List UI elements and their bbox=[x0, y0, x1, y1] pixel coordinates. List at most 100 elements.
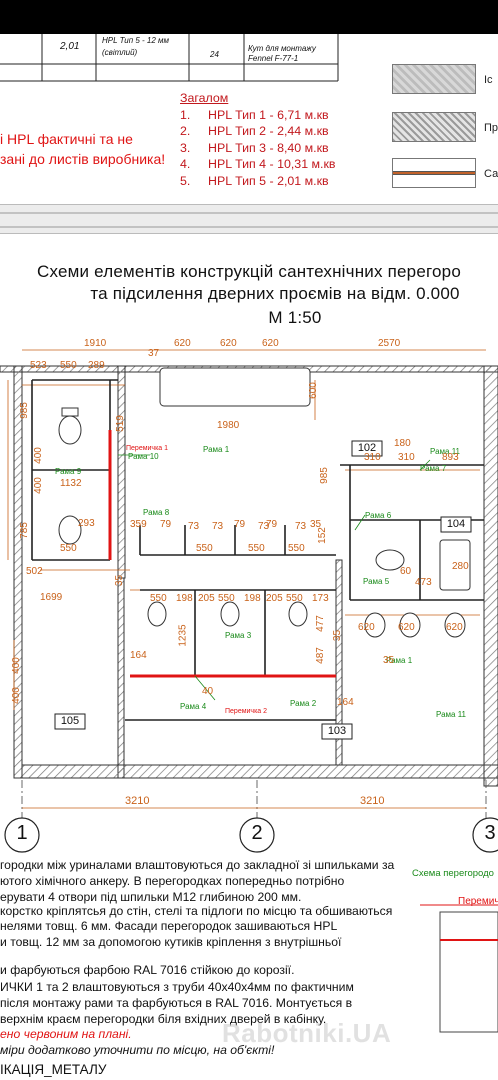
label-rama-1-top: Рама 1 bbox=[203, 445, 230, 454]
spec-row-qty: 24 bbox=[210, 50, 219, 59]
inset-sub: Перемич bbox=[458, 896, 498, 907]
dim-519: 519 bbox=[114, 415, 126, 432]
label-rama-6: Рама 6 bbox=[365, 511, 392, 520]
dim-205: 205 bbox=[266, 593, 283, 604]
dim-550: 550 bbox=[150, 593, 167, 604]
label-peremychka-2: Перемичка 2 bbox=[225, 708, 268, 715]
legend-label: Пр bbox=[484, 122, 498, 134]
dim-310: 310 bbox=[398, 452, 415, 463]
note-line: и товщ. 12 мм за допомогою кутиків кріпл… bbox=[0, 935, 342, 949]
dim-40: 40 bbox=[202, 686, 214, 697]
legend-label: Іс bbox=[484, 74, 493, 86]
urinal-icon bbox=[147, 601, 167, 627]
dim-3210: 3210 bbox=[360, 795, 385, 807]
dim-79: 79 bbox=[266, 519, 278, 530]
sink-icon bbox=[444, 612, 466, 638]
wall-right bbox=[483, 365, 498, 787]
cistern-icon bbox=[61, 407, 79, 417]
label-rama-5: Рама 5 bbox=[363, 577, 390, 586]
dim-550: 550 bbox=[218, 593, 235, 604]
hpl-warning-line-1: і HPL фактичні та не bbox=[0, 131, 133, 147]
summary-item: 1.HPL Тип 1 - 6,71 м.кв bbox=[180, 107, 329, 122]
toilet-icon bbox=[375, 549, 405, 571]
note-line: ерувати 4 отвори під шпильки М12 глибино… bbox=[0, 890, 302, 904]
dim-1235: 1235 bbox=[177, 624, 189, 647]
sheet-separator bbox=[0, 204, 498, 234]
dim-893: 893 bbox=[442, 452, 459, 463]
spec-row-item: Кут для монтажу bbox=[248, 44, 316, 53]
dim-502: 502 bbox=[26, 566, 43, 577]
summary-heading: Загалом bbox=[180, 91, 229, 105]
plan-scale: М 1:50 bbox=[268, 308, 322, 327]
dim-477: 477 bbox=[314, 615, 326, 632]
dim-985: 985 bbox=[18, 402, 30, 419]
room-103: 103 bbox=[327, 725, 347, 737]
fixtures bbox=[58, 367, 471, 638]
note-line: верхнім краєм перегородки біля вхідних д… bbox=[0, 1012, 327, 1026]
inset-area bbox=[405, 880, 498, 1080]
dim-73: 73 bbox=[188, 521, 200, 532]
dim-400: 400 bbox=[10, 657, 22, 674]
dim-152: 152 bbox=[316, 527, 328, 544]
dim-289: 289 bbox=[88, 360, 105, 371]
spec-row-item-sub: Fennel F-77-1 bbox=[248, 54, 299, 63]
legend-swatch-tile bbox=[392, 64, 476, 94]
dim-550: 550 bbox=[286, 593, 303, 604]
room-tags bbox=[54, 440, 472, 740]
dim-400: 400 bbox=[32, 477, 44, 494]
inset-drawing bbox=[439, 911, 498, 1033]
spec-table-lines bbox=[0, 34, 339, 82]
dim-523: 523 bbox=[30, 360, 47, 371]
legend-swatch-hatch bbox=[392, 112, 476, 142]
sink-icon bbox=[399, 612, 421, 638]
label-rama-11-bottom: Рама 11 bbox=[436, 710, 466, 719]
wall-bottom bbox=[21, 764, 498, 779]
wall-mid-lower bbox=[117, 577, 125, 779]
dim-2570: 2570 bbox=[378, 338, 401, 349]
dim-180: 180 bbox=[394, 438, 411, 449]
dim-1910: 1910 bbox=[84, 338, 107, 349]
dim-550: 550 bbox=[60, 543, 77, 554]
dim-620: 620 bbox=[358, 622, 375, 633]
spec-sheet: 2,01 HPL Тип 5 - 12 мм (світлий) 24 Кут … bbox=[0, 34, 498, 204]
label-rama-7: Рама 7 bbox=[420, 464, 447, 473]
axis-label-3: 3 bbox=[484, 822, 496, 844]
note-line: и фарбуються фарбою RAL 7016 стійкою до … bbox=[0, 963, 295, 977]
urinal-icon bbox=[220, 601, 240, 627]
label-rama-1-right: Рама 1 bbox=[386, 656, 413, 665]
dim-620: 620 bbox=[220, 338, 237, 349]
dim-73: 73 bbox=[295, 521, 307, 532]
wall-left bbox=[13, 365, 23, 779]
urinal-icon bbox=[288, 601, 308, 627]
label-rama-3: Рама 3 bbox=[225, 631, 252, 640]
dim-35: 35 bbox=[114, 574, 126, 587]
summary-item: 5.HPL Тип 5 - 2,01 м.кв bbox=[180, 173, 329, 188]
axis-label-1: 1 bbox=[16, 822, 28, 844]
label-rama-11-top: Рама 11 bbox=[430, 447, 460, 456]
dim-198: 198 bbox=[176, 593, 193, 604]
note-last-line: міри додатково уточнити по місцю, на об'… bbox=[0, 1043, 275, 1057]
spec-row-value: 2,01 bbox=[60, 41, 80, 52]
dim-785: 785 bbox=[18, 522, 30, 539]
summary-item: 4.HPL Тип 4 - 10,31 м.кв bbox=[180, 157, 336, 171]
dim-1132: 1132 bbox=[60, 478, 82, 489]
room-105: 105 bbox=[60, 715, 80, 727]
spec-row-type: HPL Тип 5 - 12 мм bbox=[102, 36, 169, 45]
legend-label: Са bbox=[484, 168, 498, 180]
dim-35: 35 bbox=[310, 519, 322, 530]
summary-item: 2.HPL Тип 2 - 2,44 м.кв bbox=[180, 124, 329, 138]
dim-293: 293 bbox=[78, 518, 95, 529]
plan-title-line-1: Схеми елементів конструкцій сантехнічних… bbox=[37, 262, 461, 281]
dim-164: 164 bbox=[130, 650, 147, 661]
dim-600: 60 bbox=[400, 566, 412, 577]
note-red-line: ено червоним на плані. bbox=[0, 1027, 132, 1041]
dim-79: 79 bbox=[234, 519, 246, 530]
dim-35: 35 bbox=[332, 629, 344, 642]
dim-173: 173 bbox=[312, 593, 329, 604]
lintels bbox=[108, 430, 336, 678]
dim-620: 620 bbox=[446, 622, 463, 633]
frame-leaders bbox=[118, 454, 431, 701]
sink-icon bbox=[439, 539, 471, 591]
dim-198: 198 bbox=[244, 593, 261, 604]
